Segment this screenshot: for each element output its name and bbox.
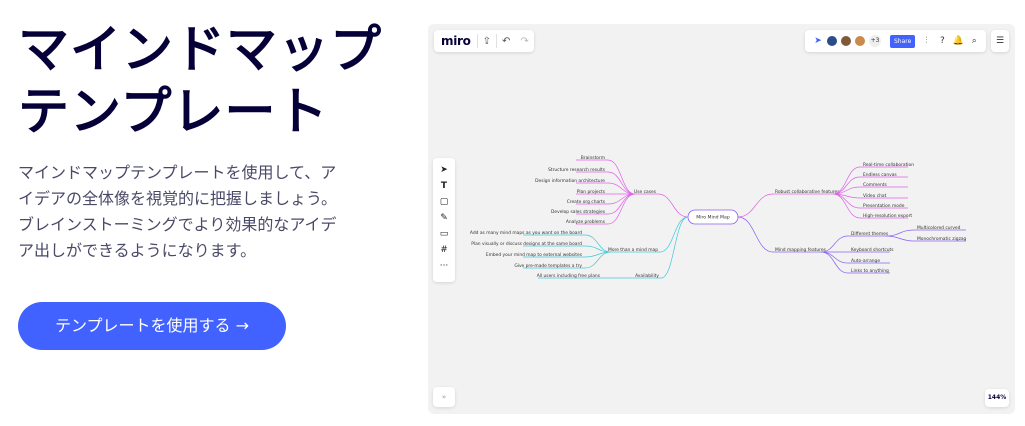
leaf-robust	[832, 193, 861, 219]
leaf-label-more-than: Give pre-made templates a try	[514, 263, 582, 269]
board-top-right-toolbar: ➤ +3 Share ⫶ ? 🔔 ⌕	[805, 30, 986, 52]
cursor-follow-icon[interactable]: ➤	[814, 36, 822, 46]
miro-logo: miro	[441, 34, 471, 48]
leaf-label-robust: Comments	[863, 182, 888, 188]
branch-label-more-than: More than a mind map	[608, 247, 658, 253]
leaf-theme	[885, 229, 915, 237]
more-users-badge[interactable]: +3	[869, 35, 881, 47]
leaf-label-use-case: Structure research results	[548, 167, 606, 173]
board-top-left-toolbar: miro ⇪ ↶ ↷	[434, 30, 534, 52]
redo-icon[interactable]: ↷	[520, 35, 529, 47]
leaf-label-robust: Endless canvas	[863, 172, 897, 178]
leaf-label-more-than: Embed your mind map to external websites	[486, 252, 583, 258]
leaf-label-mapping: Auto-arrange	[851, 258, 880, 264]
leaf-label-robust: Presentation mode	[863, 203, 905, 209]
branch-label-mapping: Mind mapping features	[775, 247, 827, 253]
share-button[interactable]: Share	[890, 34, 916, 48]
undo-icon[interactable]: ↶	[502, 35, 511, 47]
leaf-label-more-than: Add as many mind maps as you want on the…	[470, 230, 582, 236]
leaf-use-case	[607, 193, 636, 225]
leaf-label-availability: All users including free plans	[537, 273, 601, 279]
expand-panel-icon[interactable]: »	[433, 387, 455, 407]
leaf-label-theme: Multicolored curved	[917, 225, 961, 231]
page-title-line-1: マインドマップ	[18, 21, 383, 80]
leaf-use-case	[607, 159, 636, 195]
leaf-label-more-than: Plan visually or discuss designs at the …	[471, 241, 582, 247]
leaf-theme	[885, 235, 915, 242]
leaf-label-theme: Monochromatic zigzag	[917, 236, 967, 242]
leaf-use-case	[607, 182, 636, 195]
description-line-2: イデアの全体像を視覚的に把握しましょう。	[18, 189, 338, 208]
mind-map-center-label: Miro Mind Map	[696, 215, 730, 221]
leaf-use-case	[607, 193, 636, 205]
search-icon[interactable]: ⌕	[971, 36, 977, 46]
leaf-mapping-themes	[820, 235, 849, 253]
branch-label-availability: Availability	[635, 273, 659, 279]
leaf-label-use-case: Design information architecture	[535, 178, 605, 184]
leaf-use-case	[607, 171, 636, 195]
description-line-4: ア出しができるようになります。	[18, 241, 257, 260]
avatar[interactable]	[826, 35, 838, 47]
leaf-label-use-case: Analyze problems	[566, 219, 606, 225]
leaf-label-robust: Real-time collaboration	[863, 162, 914, 168]
leaf-label-mapping: Links to anything	[851, 268, 889, 274]
toolbar-divider	[476, 34, 478, 48]
leaf-more-than	[584, 251, 612, 269]
leaf-label-robust: High-resolution export	[863, 213, 912, 219]
export-icon[interactable]: ⇪	[482, 35, 491, 47]
pen-icon[interactable]: ✎	[440, 213, 448, 223]
branch-mapping	[737, 216, 774, 253]
settings-sliders-icon[interactable]: ⫶	[925, 36, 928, 46]
frame-icon[interactable]: #	[440, 245, 448, 255]
branch-label-use-cases: Use cases	[634, 189, 657, 195]
use-template-button[interactable]: テンプレートを使用する →	[18, 302, 286, 350]
leaf-label-use-case: Plan projects	[577, 189, 606, 195]
branch-label-robust: Robust collaborative features	[775, 189, 840, 195]
description-line-1: マインドマップテンプレートを使用して、ア	[18, 163, 337, 182]
avatar[interactable]	[854, 35, 866, 47]
leaf-label-mapping: Keyboard shortcuts	[851, 247, 894, 253]
text-icon[interactable]: T	[440, 181, 448, 191]
leaf-label-themes: Different themes	[851, 231, 889, 237]
help-icon[interactable]: ?	[939, 36, 945, 46]
leaf-mapping	[820, 251, 849, 264]
branch-more-than	[659, 216, 689, 253]
cursor-icon[interactable]: ➤	[440, 165, 448, 175]
leaf-label-robust: Video chat	[863, 193, 887, 199]
page-description: マインドマップテンプレートを使用して、ア イデアの全体像を視覚的に把握しましょう…	[18, 160, 398, 264]
comment-icon[interactable]: ▭	[439, 229, 449, 239]
avatar[interactable]	[840, 35, 852, 47]
board-left-toolbar: ➤ T ▢ ✎ ▭ # ···	[433, 158, 455, 282]
leaf-label-use-case: Create org charts	[567, 199, 606, 205]
bell-icon[interactable]: 🔔	[952, 36, 964, 46]
branch-use-cases	[657, 193, 689, 218]
menu-icon[interactable]: ☰	[991, 30, 1009, 52]
page-title: マインドマップ テンプレート	[18, 20, 418, 144]
leaf-label-use-case: Brainstorm	[581, 155, 605, 161]
leaf-use-case	[607, 193, 636, 215]
leaf-mapping	[820, 251, 849, 274]
mind-map-canvas: Miro Mind Map Use cases BrainstormStructur…	[470, 155, 967, 279]
zoom-level[interactable]: 144%	[985, 389, 1009, 407]
sticky-note-icon[interactable]: ▢	[439, 197, 449, 207]
branch-availability	[660, 216, 689, 279]
branch-robust	[737, 193, 774, 218]
page-title-line-2: テンプレート	[18, 83, 329, 142]
leaf-robust	[832, 166, 861, 195]
leaf-label-use-case: Develop sales strategies	[551, 209, 606, 215]
description-line-3: ブレインストーミングでより効果的なアイデ	[18, 215, 337, 234]
toolbar-divider	[496, 34, 497, 48]
more-icon[interactable]: ···	[439, 261, 449, 271]
